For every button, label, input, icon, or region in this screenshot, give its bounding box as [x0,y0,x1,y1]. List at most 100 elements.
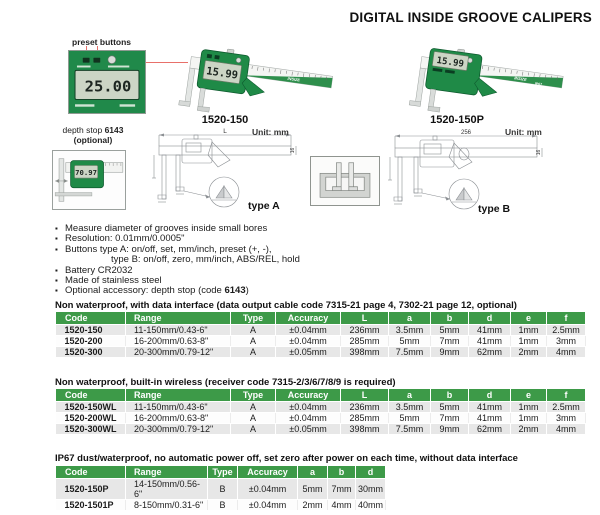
table-cell: B [207,478,238,500]
page-title: DIGITAL INSIDE GROOVE CALIPERS [349,10,592,25]
table-cell: 1520-150WL [55,401,126,413]
feature-text: ) [245,285,249,297]
table-cell: 5mm [297,478,328,500]
table-cell: 11-150mm/0.43-6" [125,324,231,336]
table-cell: 20-300mm/0.79-12" [125,423,231,435]
depth-stop-rod [54,192,93,197]
table-cell: 11-150mm/0.43-6" [125,401,231,413]
type-a-label: type A [248,200,280,212]
feature-item: ▪Made of stainless steel [55,275,415,286]
table-cell: 398mm [340,346,389,358]
table-cell: 5mm [388,335,431,347]
column-header: a [297,465,328,479]
type-a-drawing: L 16 [150,126,300,224]
product-code-1520-150: 1520-150 [201,114,249,126]
leader-line [146,62,188,63]
table-cell: 1520-300 [55,346,126,358]
thumb-grip [474,77,498,97]
feature-item: ▪Optional accessory: depth stop (code 61… [55,286,415,296]
bullet-icon: ▪ [55,224,58,233]
feature-item: ▪Resolution: 0.01mm/0.0005" [55,234,415,244]
table-cell: 236mm [340,324,389,336]
column-header: Range [125,465,208,479]
table-cell: A [230,335,276,347]
fixed-jaw [414,67,426,106]
table-cell: 3.5mm [388,324,431,336]
table-cell: B [207,499,238,511]
brand-logo: INSIZE [287,77,300,83]
column-header: a [388,388,431,402]
column-header: L [340,388,389,402]
table-cell: 9mm [430,346,469,358]
table-cell: 398mm [340,423,389,435]
column-header: d [468,311,511,325]
column-header: d [468,388,511,402]
table-cell: 41mm [468,401,511,413]
feature-item: ▪Battery CR2032 [55,265,415,276]
table-cell: 7.5mm [388,423,431,435]
bullet-icon: ▪ [55,244,58,254]
column-header: e [510,388,547,402]
table-heading-2: Non waterproof, built-in wireless (recei… [55,377,396,388]
table-cell: A [230,423,276,435]
table-cell: 9mm [430,423,469,435]
product-code-1520-150P: 1520-150P [430,114,484,126]
dim-256: 256 [461,130,472,136]
bullet-icon: ▪ [55,234,58,244]
table-cell: 16-200mm/0.63-8" [125,335,231,347]
table-cell: 5mm [430,324,469,336]
unit-label: Unit: mm [252,127,289,137]
feature-list: ▪Measure diameter of grooves inside smal… [55,223,415,297]
product-image-1520-150: INSIZE 15.99 [140,34,335,116]
table-cell: 285mm [340,335,389,347]
bullet-icon: ▪ [55,286,58,296]
column-header: f [546,388,586,402]
table-cell: 62mm [468,346,511,358]
dim-16: 16 [536,150,542,156]
table-cell: 2.5mm [546,324,586,336]
column-header: b [430,311,469,325]
table-cell: 4mm [546,423,586,435]
lcd-screen [202,60,242,84]
bullet-icon: ▪ [55,265,58,275]
table-cell: 2mm [510,423,547,435]
table-cell: ±0.04mm [275,412,341,424]
depth-stop-label: depth stop 6143 (optional) [46,125,140,145]
table-cell: 1520-200WL [55,412,126,424]
table-cell: 1520-300WL [55,423,126,435]
table-cell: 1mm [510,335,547,347]
table-cell: 7mm [327,478,356,500]
table-cell: 2.5mm [546,401,586,413]
table-cell: ±0.04mm [275,324,341,336]
table-cell: ±0.04mm [275,335,341,347]
type-b-drawing: 256 16 [386,126,546,228]
table-cell: 5mm [430,401,469,413]
lcd-value: 15.99 [436,55,465,70]
metal-button [107,55,117,64]
column-header: Code [55,465,126,479]
depth-stop-code: 6143 [104,125,124,135]
table-cell: 1520-200 [55,335,126,347]
column-header: Code [55,311,126,325]
column-header: b [430,388,469,402]
table-cell: 1520-150 [55,324,126,336]
type-b-label: type B [478,203,511,215]
preset-minus-button [93,57,101,63]
brand-logo: INSIZE [514,76,527,82]
display-inset-image: 25.00 [68,50,146,114]
table-cell: A [230,324,276,336]
unit-label: Unit: mm [505,127,542,137]
table-cell: 14-150mm/0.56-6" [125,478,208,500]
table-cell: 3mm [546,412,586,424]
table-cell: 7mm [430,412,469,424]
column-header: Accuracy [275,388,341,402]
column-header: b [327,465,356,479]
table-cell: A [230,346,276,358]
table-cell: ±0.04mm [237,478,298,500]
